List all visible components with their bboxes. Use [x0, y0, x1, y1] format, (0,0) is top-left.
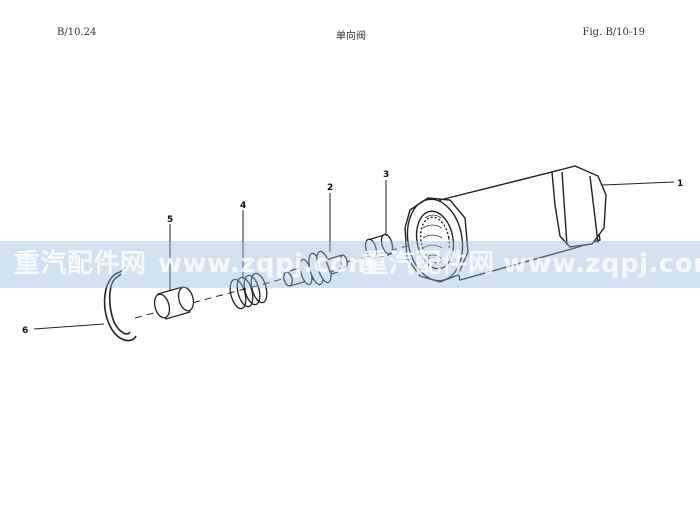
- watermark-url-text: www.zqpj.com: [503, 249, 700, 279]
- seal-sleeve: [364, 233, 394, 260]
- page-ref-code: B/10.24: [57, 27, 97, 38]
- watermark-cn-text: 重汽配件网: [14, 249, 147, 279]
- watermark-band: [0, 241, 700, 288]
- watermark-cn-text: 重汽配件网: [362, 249, 495, 279]
- figure-number: Fig. B/10-19: [582, 27, 645, 38]
- callout-1: 1: [677, 179, 683, 189]
- callout-2: 2: [327, 183, 333, 193]
- drawing-title: 单向阀: [336, 31, 366, 42]
- watermark-url-text: www.zqpj.com: [158, 249, 376, 279]
- callout-5: 5: [167, 215, 173, 225]
- retaining-circlip: [103, 267, 137, 342]
- bushing: [153, 286, 195, 320]
- leader-line-1: [601, 181, 675, 186]
- callout-6: 6: [22, 326, 28, 336]
- leader-line-6: [33, 323, 105, 330]
- callout-4: 4: [240, 201, 246, 211]
- callout-3: 3: [383, 170, 389, 180]
- compression-spring: [229, 272, 268, 310]
- valve-plunger: [283, 250, 348, 287]
- valve-housing: [404, 165, 607, 283]
